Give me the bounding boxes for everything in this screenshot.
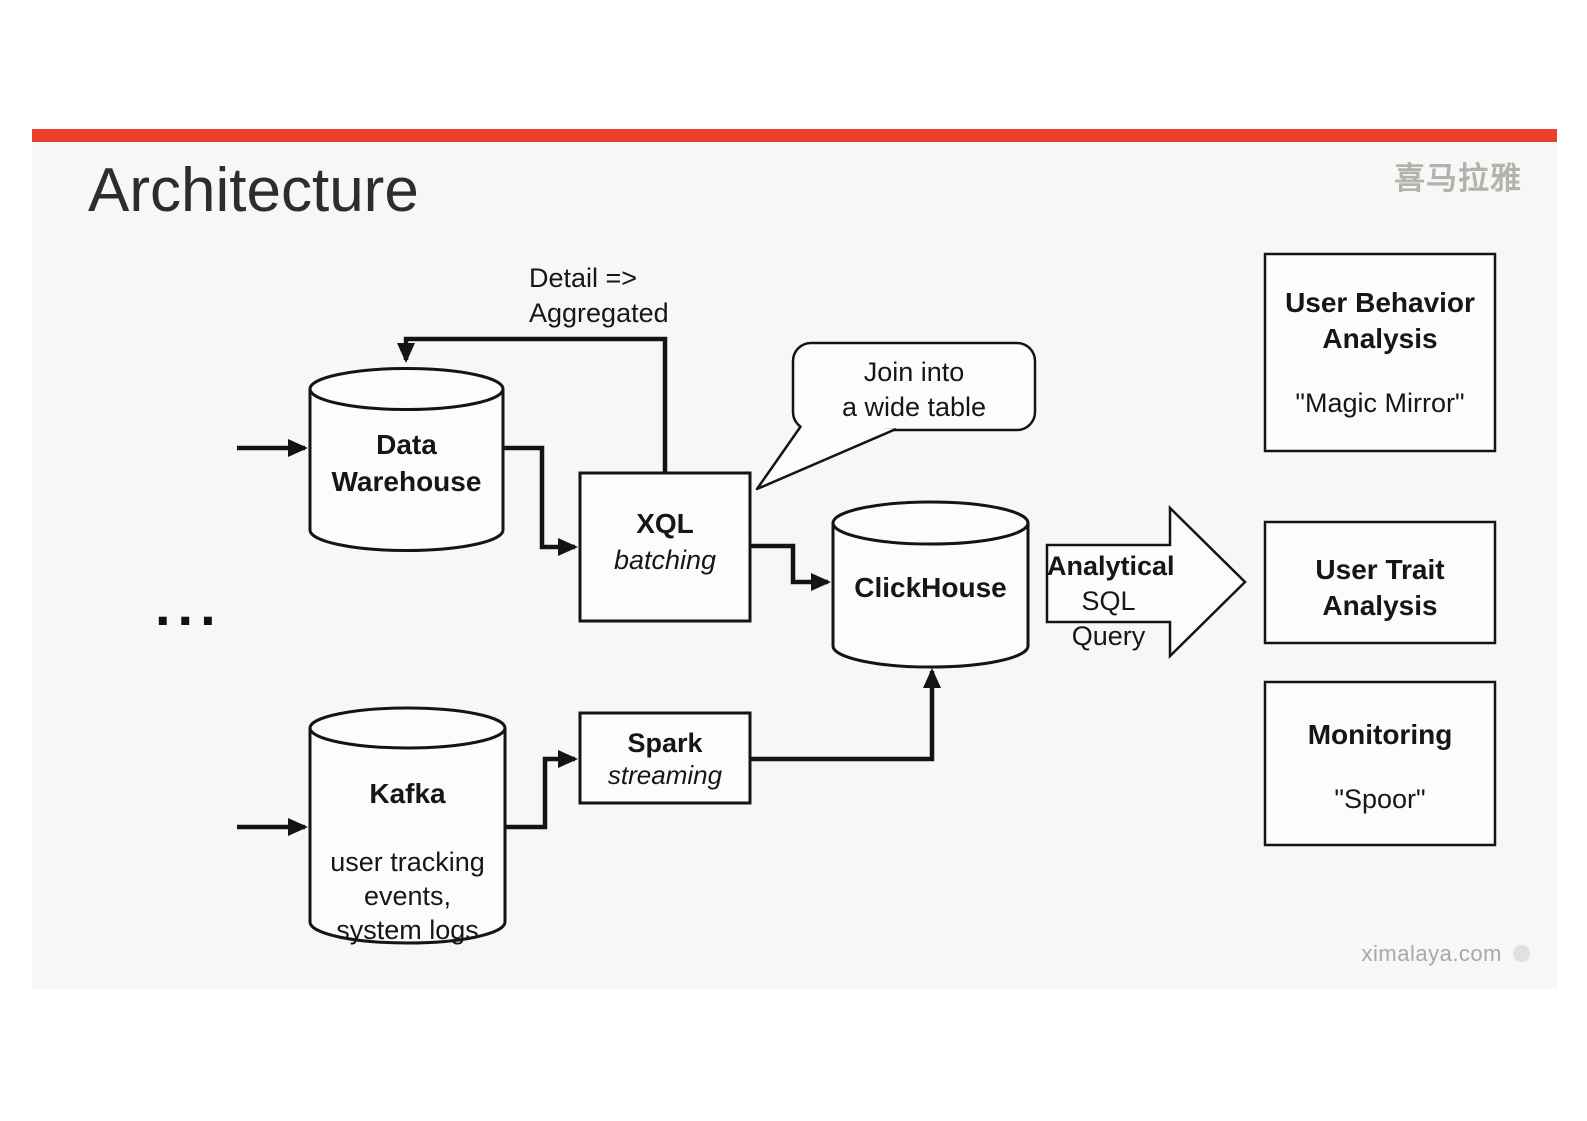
user-trait-analysis-title: User Trait Analysis [1315,554,1445,621]
footer-url: ximalaya.com [1361,941,1502,966]
xql-box [578,471,752,623]
callout-bubble [755,341,1037,491]
clickhouse-label: ClickHouse [854,572,1007,603]
spark-box [578,711,752,805]
arrow-kafka-to-spark [505,750,578,830]
callout-text: Join into a wide table [841,357,987,422]
spark-label: Spark streaming [580,727,750,792]
monitoring-title: Monitoring [1307,719,1453,750]
arrow-warehouse-to-xql [503,445,578,556]
feedback-arrow-label: Detail => Aggregated [529,263,669,328]
analytical-line1: Analytical [1047,551,1175,581]
arrow-spark-to-clickhouse [750,668,941,762]
arrow-xql-to-clickhouse [750,543,831,591]
ximalaya-logo: 喜马拉雅 [1394,161,1522,196]
data-warehouse-cylinder [308,367,505,552]
page-title: Architecture [88,156,419,225]
xql-title: XQL [636,508,694,539]
monitoring-box [1263,680,1497,847]
analytical-query-label: Analytical SQL Query [1047,549,1175,654]
monitoring-subtitle: "Spoor" [1334,784,1426,814]
analytical-line2: SQL Query [1071,586,1146,651]
analytical-query-block-arrow [1045,505,1247,659]
arrow-feedback-detail-aggregated [397,336,668,473]
spark-subtitle: streaming [607,760,723,790]
user-behavior-analysis-subtitle: "Magic Mirror" [1295,388,1465,418]
kafka-title: Kafka [369,778,446,809]
more-sources-ellipsis: ... [155,574,223,637]
user-behavior-analysis-title: User Behavior Analysis [1285,287,1475,354]
kafka-cylinder [308,706,507,945]
xql-subtitle: batching [613,545,717,575]
accent-bar [32,129,1557,142]
user-behavior-analysis-box [1263,252,1497,453]
xql-label: XQL batching [580,506,750,578]
user-trait-analysis-box [1263,520,1497,645]
spark-title: Spark [627,728,703,758]
footer-dot [1513,945,1530,962]
kafka-subtitle: user tracking events, system logs [330,847,485,945]
clickhouse-cylinder [831,500,1030,669]
data-warehouse-label: Data Warehouse [331,429,482,497]
